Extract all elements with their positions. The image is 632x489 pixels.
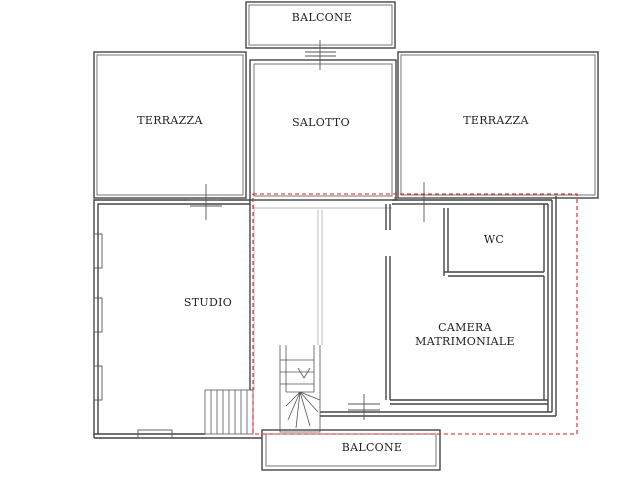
salotto-area <box>249 40 397 201</box>
staircase <box>204 345 321 435</box>
terrazza-right-area <box>397 51 599 199</box>
camera-area <box>348 276 548 420</box>
label-balcone-top: BALCONE <box>292 11 353 24</box>
studio-partitions <box>249 204 255 390</box>
label-camera-line2: MATRIMONIALE <box>415 335 515 348</box>
label-studio: STUDIO <box>184 296 232 309</box>
wc-area <box>443 204 549 412</box>
main-outer-walls <box>93 184 557 439</box>
label-wc: WC <box>484 233 504 246</box>
label-salotto: SALOTTO <box>292 116 350 129</box>
corridor-area <box>254 182 440 400</box>
label-balcone-bottom: BALCONE <box>342 441 403 454</box>
terrazza-left-area <box>93 51 247 199</box>
label-camera-line1: CAMERA <box>438 321 492 334</box>
balcone-bottom-area <box>261 429 441 471</box>
balcone-top-area <box>245 1 396 49</box>
label-terrazza-right: TERRAZZA <box>463 114 529 127</box>
label-terrazza-left: TERRAZZA <box>137 114 203 127</box>
selection-outline <box>252 193 578 435</box>
